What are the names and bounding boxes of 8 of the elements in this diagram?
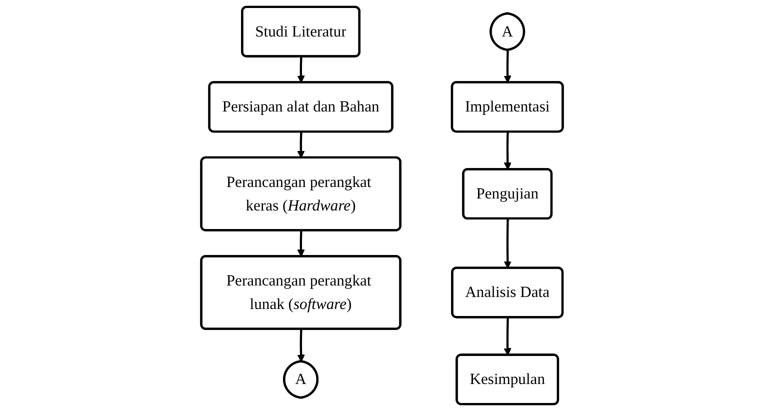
arrow: [504, 132, 512, 170]
arrow: [297, 329, 305, 362]
arrow: [504, 218, 512, 269]
arrow: [297, 132, 305, 158]
arrow: [504, 318, 512, 356]
arrow: [504, 50, 512, 83]
arrow: [297, 230, 305, 257]
arrow: [297, 56, 305, 83]
